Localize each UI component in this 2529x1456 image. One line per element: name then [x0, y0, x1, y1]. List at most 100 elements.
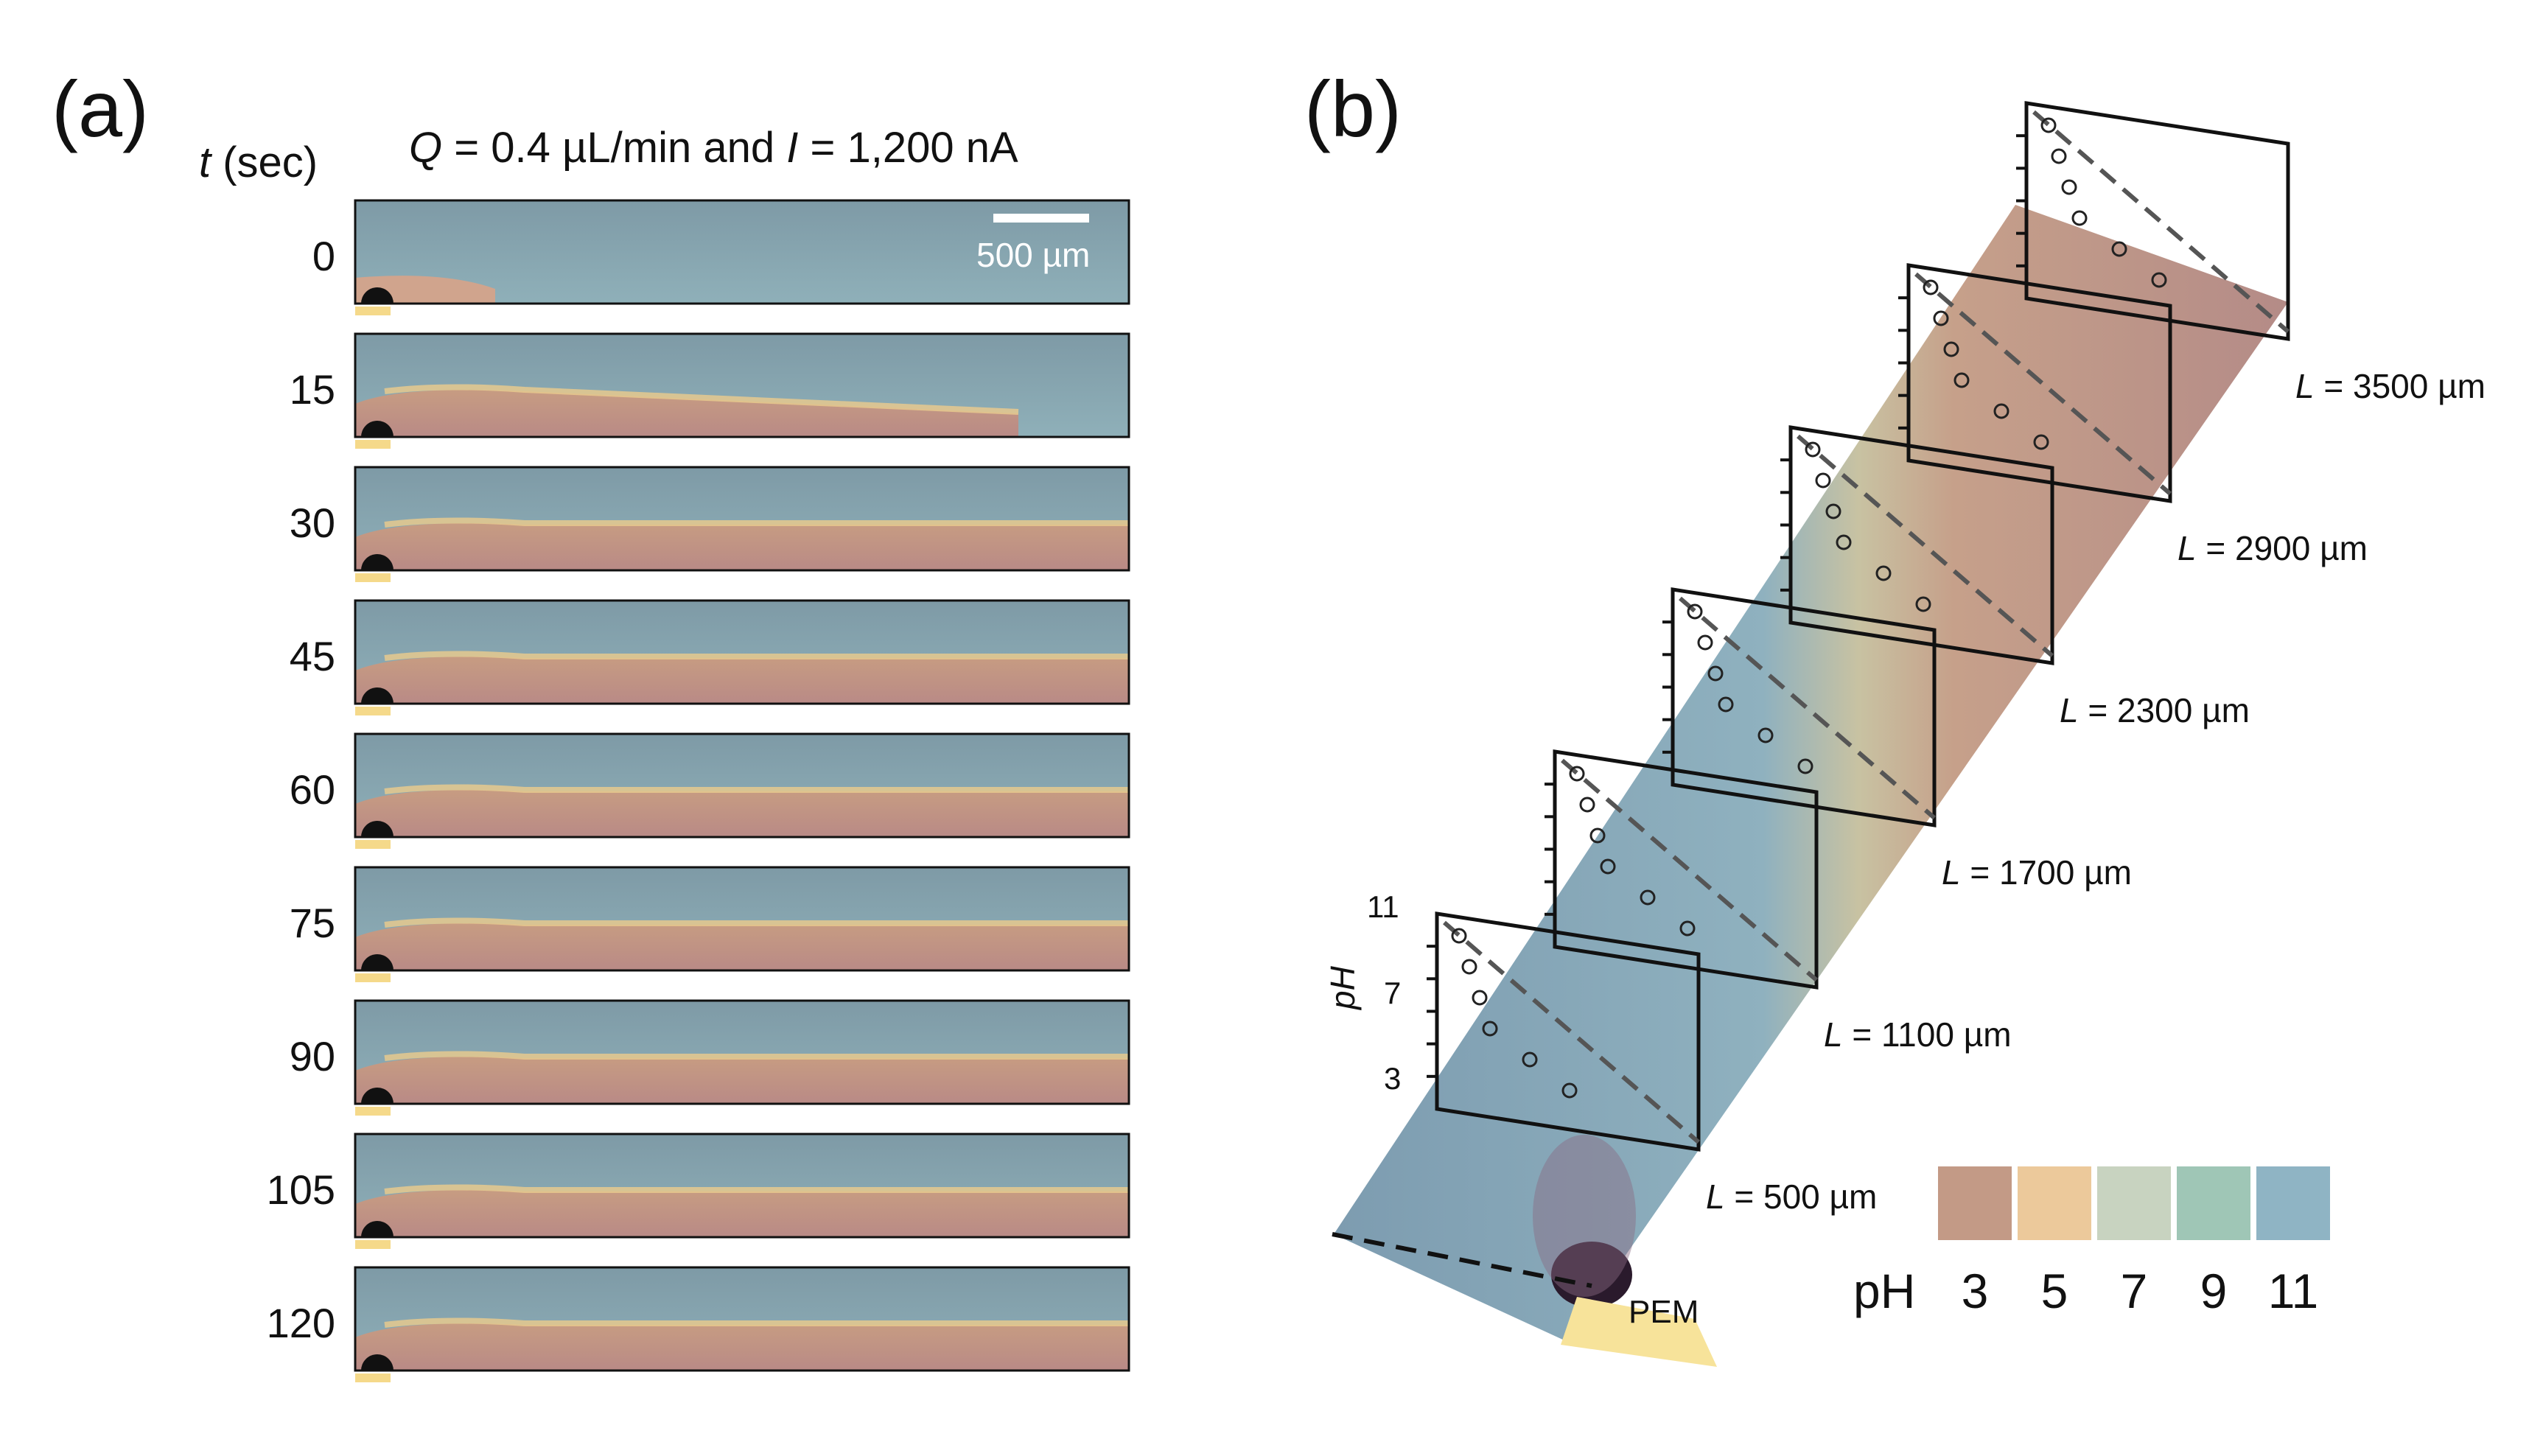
condition-q: Q — [409, 124, 442, 172]
ph-data-point — [1875, 565, 1892, 581]
ph-data-point — [1836, 534, 1852, 550]
ph-data-point — [2040, 117, 2057, 133]
ph-profile-dashed — [1914, 272, 2172, 496]
electrode-dot — [361, 421, 393, 437]
ph-data-point — [1451, 928, 1467, 944]
pem-tab — [355, 707, 391, 715]
strip-border — [354, 1266, 1130, 1372]
frame-L-3 — [1780, 425, 2054, 665]
legend-title: pH — [1853, 1264, 1915, 1318]
pem-tab — [355, 1373, 391, 1382]
ph-data-point — [2061, 179, 2077, 195]
ph-data-point — [1953, 372, 1970, 388]
panel-a-label: (a) — [52, 64, 149, 153]
position-value: = 3500 µm — [2315, 367, 2486, 405]
ph-data-point — [1687, 603, 1703, 620]
strip-t-105 — [354, 1133, 1130, 1249]
time-label: 30 — [290, 500, 335, 546]
ph-axis-title: pH — [1323, 965, 1362, 1011]
strip-t-60 — [354, 732, 1130, 849]
strip-border — [354, 732, 1130, 839]
frame-L-1 — [1545, 749, 1819, 990]
ph-tick-7: 7 — [1384, 976, 1401, 1010]
position-var: L — [2060, 691, 2079, 729]
pem-tab — [355, 440, 391, 449]
ph-profile-dashed — [1679, 596, 1936, 820]
legend-swatch — [1938, 1166, 2012, 1240]
ph-data-point — [1707, 665, 1724, 682]
boundary-band — [384, 517, 1129, 528]
position-var: L — [2295, 367, 2315, 405]
strip-border — [354, 1133, 1130, 1239]
position-label: L = 3500 µm — [2295, 367, 2486, 405]
electrode-dot — [361, 821, 393, 837]
position-value: = 500 µm — [1725, 1177, 1878, 1216]
ph-tick-3: 3 — [1384, 1061, 1401, 1096]
electrode-dot — [361, 954, 393, 970]
strip-border — [354, 599, 1130, 705]
ph-tick-11: 11 — [1367, 889, 1399, 924]
time-label: 120 — [267, 1300, 335, 1346]
time-label: 60 — [290, 766, 335, 813]
pem-label: PEM — [1629, 1294, 1699, 1330]
frame-L-4 — [1898, 263, 2172, 503]
ph-data-point — [1815, 472, 1831, 489]
strip-t-45 — [354, 599, 1130, 715]
frame-L-5 — [2016, 101, 2290, 341]
ph-data-point — [2051, 148, 2067, 164]
ph-data-point — [1825, 503, 1841, 519]
position-labels: L = 500 µmL = 1100 µmL = 1700 µmL = 2300… — [1706, 367, 2486, 1216]
legend-value: 7 — [2121, 1264, 2148, 1318]
position-var: L — [1824, 1015, 1843, 1054]
condition-i-value: = 1,200 nA — [798, 124, 1018, 172]
position-label: L = 500 µm — [1706, 1177, 1877, 1216]
position-label: L = 2900 µm — [2178, 529, 2368, 567]
ph-data-point — [1461, 959, 1477, 975]
pem-tab — [355, 840, 391, 849]
ph-profile-dashed — [1561, 758, 1818, 982]
pem-tab — [355, 573, 391, 582]
ph-data-point — [1640, 889, 1656, 906]
ph-data-point — [1993, 403, 2009, 419]
ph-data-point — [1943, 341, 1959, 357]
position-label: L = 2300 µm — [2060, 691, 2250, 729]
acid-region — [355, 1323, 1129, 1371]
acid-region — [355, 790, 1129, 837]
position-var: L — [2178, 529, 2197, 567]
strip-t-30 — [354, 466, 1130, 582]
scale-bar — [993, 214, 1089, 223]
ph-data-point — [1915, 596, 1931, 612]
ph-profile-dashed — [2032, 110, 2290, 334]
legend-swatch — [2256, 1166, 2330, 1240]
legend-swatch — [2177, 1166, 2250, 1240]
ph-data-point — [1579, 797, 1595, 813]
time-variable: t — [199, 139, 213, 186]
condition-i: I — [786, 124, 798, 172]
boundary-band — [384, 784, 1129, 794]
legend-value: 9 — [2200, 1264, 2228, 1318]
time-unit: (sec) — [211, 139, 318, 186]
ph-data-point — [1797, 758, 1813, 774]
strip-border — [354, 866, 1130, 972]
ph-data-point — [1569, 766, 1585, 782]
strip-border — [354, 999, 1130, 1105]
electrode-dot — [361, 1354, 393, 1371]
ph-data-point — [1805, 441, 1821, 458]
legend-swatch — [2097, 1166, 2171, 1240]
acid-region — [355, 1190, 1129, 1237]
position-label: L = 1100 µm — [1824, 1015, 2012, 1054]
time-label: 15 — [290, 366, 335, 413]
ph-data-point — [1482, 1021, 1498, 1037]
pem-membrane — [1561, 1297, 1717, 1367]
boundary-band — [384, 1051, 1129, 1061]
position-value: = 1700 µm — [1961, 853, 2132, 892]
position-var: L — [1706, 1177, 1725, 1216]
pem-tab — [355, 973, 391, 982]
diagonal-channel — [1334, 205, 2288, 1341]
acid-region — [355, 390, 1018, 437]
strip-t-15 — [354, 332, 1130, 449]
time-label: 0 — [312, 233, 335, 279]
